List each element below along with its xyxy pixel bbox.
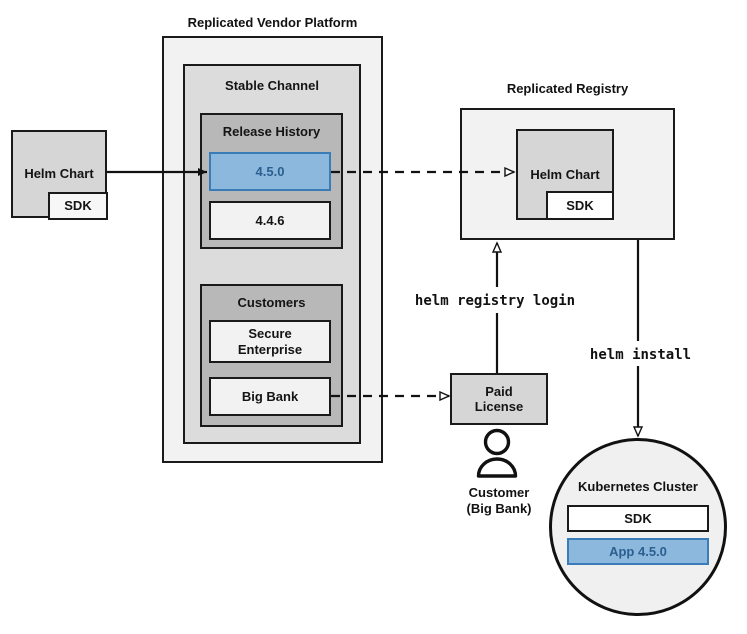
paid-license-line2: License — [474, 399, 524, 414]
release-version-label: 4.4.6 — [255, 212, 285, 228]
registry-title: Replicated Registry — [506, 81, 629, 96]
customer-actor-line2: (Big Bank) — [466, 501, 532, 517]
customers-title: Customers — [237, 295, 306, 310]
kubernetes-cluster-title: Kubernetes Cluster — [578, 479, 698, 494]
source-sdk-label: SDK — [64, 198, 92, 214]
customer-name-line2: Enterprise — [237, 341, 303, 357]
paid-license-line1: Paid — [485, 383, 513, 399]
customer-actor-label: Customer (Big Bank) — [434, 485, 564, 518]
source-helm-chart-label: Helm Chart — [24, 166, 94, 181]
source-sdk-box: SDK — [48, 192, 108, 220]
release-version-label: 4.5.0 — [255, 163, 285, 179]
cluster-item-sdk: SDK — [567, 505, 709, 532]
registry-sdk-label: SDK — [566, 197, 594, 213]
customer-actor-line1: Customer — [468, 485, 530, 500]
release-item-4-5-0[interactable]: 4.5.0 — [209, 152, 331, 191]
customer-name-line1: Secure — [248, 326, 292, 342]
cluster-item-label: SDK — [624, 510, 652, 526]
registry-sdk-box: SDK — [546, 191, 614, 220]
release-item-4-4-6[interactable]: 4.4.6 — [209, 201, 331, 240]
customer-secure-enterprise[interactable]: Secure Enterprise — [209, 320, 331, 363]
customer-big-bank[interactable]: Big Bank — [209, 377, 331, 416]
customer-name-line1: Big Bank — [241, 388, 299, 404]
person-icon — [476, 428, 518, 478]
cluster-item-label: App 4.5.0 — [609, 543, 667, 559]
vendor-platform-title: Replicated Vendor Platform — [187, 15, 358, 30]
release-history-title: Release History — [222, 124, 321, 139]
paid-license-box: Paid License — [450, 373, 548, 425]
helm-registry-login-label: helm registry login — [414, 293, 576, 309]
registry-helm-chart-label: Helm Chart — [530, 167, 600, 182]
stable-channel-title: Stable Channel — [225, 78, 319, 93]
cluster-item-app: App 4.5.0 — [567, 538, 709, 565]
helm-install-label: helm install — [589, 347, 692, 363]
